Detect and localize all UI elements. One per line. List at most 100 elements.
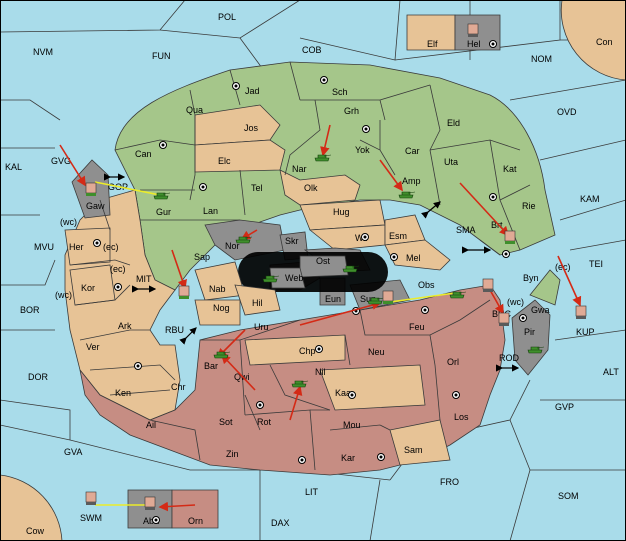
fleet-icon[interactable] (144, 496, 156, 510)
label-uru: Uru (254, 322, 269, 332)
support-line (389, 292, 456, 303)
army-icon[interactable] (153, 192, 171, 200)
province-orn[interactable] (171, 489, 219, 529)
supply-center-icon (390, 253, 398, 261)
province-gwa[interactable] (529, 269, 561, 306)
province-kaa[interactable] (319, 364, 426, 411)
supply-center-icon (377, 453, 385, 461)
fleet-icon[interactable] (467, 23, 479, 37)
order-arrow (158, 501, 196, 512)
supply-center-icon (362, 125, 370, 133)
sea-label-nvm: NVM (33, 47, 53, 57)
supply-center-icon (114, 283, 122, 291)
label-mou: Mou (343, 420, 361, 430)
province-hil[interactable] (234, 284, 281, 316)
label-chp: Chp (299, 346, 316, 356)
army-icon[interactable] (449, 291, 467, 299)
double-arrow (179, 327, 197, 345)
sea-label-kam: KAM (580, 194, 600, 204)
order-arrow (379, 159, 403, 192)
fleet-icon[interactable] (575, 305, 587, 319)
label-jad: Jad (245, 86, 260, 96)
supply-center-icon (256, 401, 264, 409)
label-elf: Elf (427, 39, 438, 49)
double-arrow (421, 201, 441, 219)
label-sap: Sap (194, 252, 210, 262)
label-hil: Hil (252, 298, 263, 308)
sea-label-gvp: GVP (555, 402, 574, 412)
label-sot: Sot (219, 417, 233, 427)
label-her: Her (69, 242, 84, 252)
label-elc: Elc (218, 156, 231, 166)
province-olk[interactable] (279, 169, 361, 206)
province-red-south[interactable] (79, 284, 506, 476)
province-borders (69, 61, 531, 471)
label-gaw: Gaw (86, 201, 105, 211)
order-arrow (220, 353, 256, 391)
sea-label-kal: KAL (5, 162, 22, 172)
army-icon[interactable] (398, 191, 416, 199)
label-ken: Ken (115, 388, 131, 398)
province-sam[interactable] (389, 419, 451, 466)
province-elc[interactable] (194, 139, 286, 173)
label-amp: Amp (402, 176, 421, 186)
sea-label-cob: COB (302, 45, 322, 55)
label-kat: Kat (503, 164, 517, 174)
fleet-icon[interactable] (85, 491, 97, 505)
province-nog[interactable] (194, 299, 241, 326)
supply-center-icon (93, 239, 101, 247)
province-con[interactable] (560, 0, 626, 81)
supply-center-icon (199, 183, 207, 191)
army-icon[interactable] (291, 380, 309, 388)
province-mel[interactable] (384, 239, 451, 271)
fleet-icon[interactable] (85, 182, 97, 196)
label-nog: Nog (213, 303, 230, 313)
fleet-icon[interactable] (382, 290, 394, 304)
label-tel: Tel (251, 183, 263, 193)
supply-center-icon (134, 362, 142, 370)
province-her[interactable] (64, 227, 111, 266)
order-arrow (459, 182, 510, 237)
supply-center-icon (320, 76, 328, 84)
army-icon[interactable] (314, 154, 332, 162)
label-gwa: Gwa (531, 305, 550, 315)
order-arrow (320, 124, 331, 157)
sea-label-rod: ROD (499, 353, 520, 363)
coast-tag-5: (wc) (507, 297, 524, 307)
label-rie: Rie (522, 201, 536, 211)
label-byn: Byn (523, 273, 539, 283)
fleet-icon[interactable] (498, 312, 510, 326)
supply-center-icon (489, 193, 497, 201)
supply-center-icon (452, 391, 460, 399)
label-cow: Cow (26, 526, 45, 536)
label-mel: Mel (406, 253, 421, 263)
sea-label-ovd: OVD (557, 107, 577, 117)
fleet-icon[interactable] (504, 230, 516, 244)
supply-center-icon (315, 345, 323, 353)
sea-label-sma: SMA (456, 225, 476, 235)
army-icon[interactable] (235, 236, 253, 244)
army-icon[interactable] (262, 275, 280, 283)
sea-label-som: SOM (558, 491, 579, 501)
province-chp[interactable] (244, 334, 346, 366)
army-icon[interactable] (213, 351, 231, 359)
label-orl: Orl (447, 357, 459, 367)
label-web: Web (285, 273, 303, 283)
army-icon[interactable] (367, 297, 385, 305)
label-hel: Hel (467, 39, 481, 49)
supply-center-icon (361, 233, 369, 241)
province-cow[interactable] (0, 474, 63, 541)
swap-arrows (104, 173, 520, 372)
fleet-icon[interactable] (178, 285, 190, 299)
sea-label-fro: FRO (440, 477, 459, 487)
coast-tag-2: (ec) (103, 242, 119, 252)
army-icon[interactable] (527, 346, 545, 354)
fleet-icon[interactable] (482, 278, 494, 292)
order-arrow (289, 385, 303, 421)
label-can: Can (135, 149, 152, 159)
army-icon[interactable] (342, 265, 360, 273)
label-eld: Eld (447, 118, 460, 128)
